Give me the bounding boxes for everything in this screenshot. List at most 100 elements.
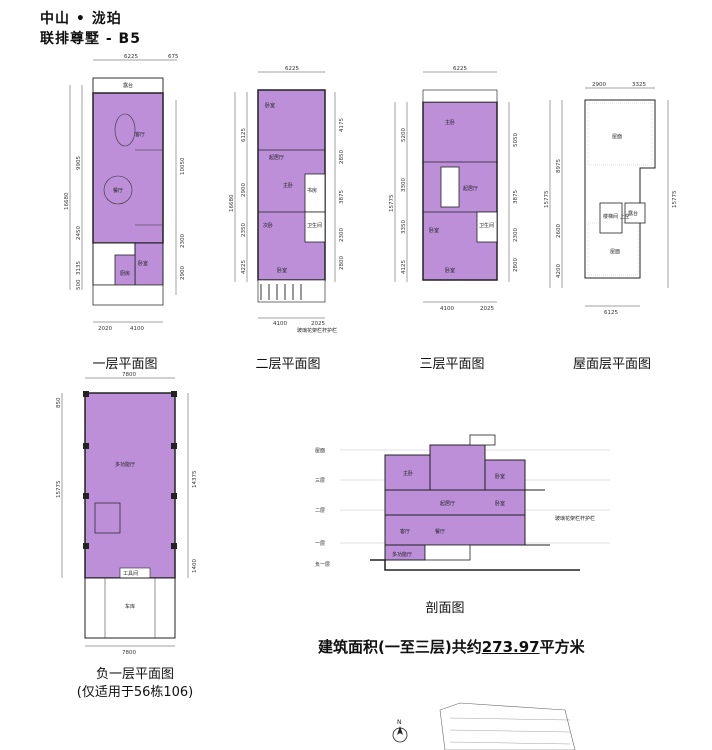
section-level-1: 一层 (315, 541, 325, 547)
f3-dim-left-2: 3300 (401, 178, 407, 192)
caption-floor1: 一层平面图 (92, 357, 158, 372)
f1-dim-right-2: 2300 (180, 234, 186, 248)
f2-dim-top: 6225 (285, 66, 299, 72)
roof-terrace: 露台 (628, 210, 638, 217)
roof-stair: 楼梯间 上空 (603, 213, 630, 220)
area-prefix: 建筑面积(一至三层)共约 (318, 638, 482, 656)
f2-room-bed2: 卧室 (277, 267, 287, 274)
f1-room-kitchen: 厨房 (120, 270, 130, 277)
f2-room-bath: 卫生间 (307, 222, 322, 229)
f3-dim-top: 6225 (453, 66, 467, 72)
roof-dim-top-b: 3325 (632, 82, 646, 88)
f3-room-master: 主卧 (445, 119, 455, 126)
f1-dim-top-a: 6225 (124, 54, 138, 60)
section-level-2: 二层 (315, 508, 325, 514)
f2-dim-bot-a: 4100 (273, 321, 287, 327)
roof-dim-left-total: 15775 (544, 190, 550, 208)
caption-basement: 负一层平面图 (95, 667, 174, 682)
f3-dim-left-4: 4125 (401, 260, 407, 274)
f2-dim-right-3: 3875 (339, 190, 345, 204)
f3-room-family: 起居厅 (463, 186, 478, 192)
roof-dim-right: 15775 (672, 190, 678, 208)
f3-dim-right-2: 3875 (513, 190, 519, 204)
caption-floor3: 三层平面图 (419, 357, 485, 372)
compass-label: N (397, 719, 402, 726)
roof-dim-left-3: 4200 (556, 264, 562, 278)
f1-room-terrace: 露台 (123, 82, 133, 89)
f3-room-bed1: 卧室 (429, 227, 439, 234)
f3-dim-right-4: 2800 (513, 258, 519, 272)
f2-dim-bot-b: 2025 (311, 321, 325, 327)
f1-dim-left-4: 500 (76, 279, 82, 290)
f2-room-study: 书房 (307, 187, 317, 194)
f3-dim-right-1: 5050 (513, 133, 519, 147)
caption-roof: 屋面层平面图 (572, 357, 651, 372)
f2-dim-right-4: 2300 (339, 228, 345, 242)
f1-dim-left-3: 3135 (76, 261, 82, 275)
f2-dim-right-5: 2800 (339, 256, 345, 270)
roof-dim-top-a: 2900 (592, 82, 606, 88)
roof-area-1: 屋面 (612, 134, 622, 140)
caption-floor2: 二层平面图 (255, 357, 321, 372)
area-summary: 建筑面积(一至三层)共约273.97平方米 (318, 636, 585, 657)
section-room-multi: 多功能厅 (392, 551, 412, 558)
basement-dim-left: 15775 (56, 480, 62, 498)
basement-plan: 7800 15775 850 14375 1400 多功能厅 工具间 车库 78… (56, 372, 198, 656)
floor1-plan: 6225 675 16680 9905 2450 3135 500 10050 … (64, 54, 186, 332)
f1-room-dining: 餐厅 (113, 187, 123, 194)
f3-dim-bot-b: 2025 (480, 306, 494, 312)
f1-dim-right-3: 2900 (180, 266, 186, 280)
basement-dim-top: 7800 (122, 372, 136, 378)
unit-type-title: 联排尊墅 - B5 (40, 31, 141, 47)
section-drawing: 屋面 三层 二层 一层 负一层 主卧 卧室 起居厅 卧室 客厅 餐厅 多功能厅 … (315, 434, 610, 571)
section-room-bed3: 卧室 (495, 473, 505, 480)
section-room-bed2: 卧室 (495, 500, 505, 507)
f2-room-master: 主卧 (283, 182, 293, 189)
roof-plan: 2900 3325 15775 8975 2600 4200 15775 屋面 … (544, 82, 678, 316)
f3-dim-right-3: 2300 (513, 228, 519, 242)
section-note: 玻璃花架栏杆护栏 (555, 515, 595, 522)
f2-dim-left-4: 4225 (241, 260, 247, 274)
site-plan-snippet: N (392, 702, 576, 750)
basement-dim-left-top: 850 (56, 397, 62, 408)
roof-dim-left-1: 8975 (556, 159, 562, 173)
f2-room-second: 次卧 (263, 222, 273, 229)
section-level-b1: 负一层 (315, 561, 330, 568)
f2-dim-left-1: 6125 (241, 128, 247, 142)
area-suffix: 平方米 (539, 638, 585, 656)
section-room-family: 起居厅 (440, 501, 455, 507)
f3-dim-bot-a: 4100 (440, 306, 454, 312)
f2-room-family: 起居厅 (269, 155, 284, 161)
section-room-master: 主卧 (403, 470, 413, 477)
f1-dim-left-1: 9905 (76, 156, 82, 170)
f3-dim-left-3: 3350 (401, 220, 407, 234)
f2-dim-left-total: 16680 (229, 194, 235, 212)
f2-dim-right-1: 4175 (339, 118, 345, 132)
floor3-plan: 6225 15775 5200 3300 3350 4125 5050 3875… (389, 66, 519, 312)
f1-dim-left-2: 2450 (76, 226, 82, 240)
f1-dim-right-1: 10050 (180, 157, 186, 175)
f2-dim-left-3: 2350 (241, 223, 247, 237)
f1-room-living: 客厅 (135, 131, 145, 138)
f2-note: 玻璃花架栏杆护栏 (297, 327, 337, 334)
f2-room-bed1: 卧室 (265, 102, 275, 109)
compass-icon: N (392, 719, 408, 743)
f3-room-bed2: 卧室 (445, 267, 455, 274)
basement-room-garage: 车库 (125, 603, 135, 610)
basement-dim-bot: 7800 (122, 650, 136, 656)
f1-dim-left-total: 16680 (64, 192, 70, 210)
f1-dim-bot-b: 4100 (130, 326, 144, 332)
f3-room-bath: 卫生间 (479, 222, 494, 229)
project-title: 中山 • 泷珀 (40, 11, 122, 27)
basement-dim-right-1: 14375 (192, 470, 198, 488)
area-value: 273.97 (481, 638, 540, 656)
caption-basement-note: (仅适用于56栋106) (76, 685, 194, 700)
f1-dim-top-b: 675 (168, 54, 179, 60)
roof-dim-left-2: 2600 (556, 224, 562, 238)
section-room-living: 客厅 (400, 528, 410, 535)
roof-area-2: 屋面 (610, 249, 620, 255)
f1-dim-bot-a: 2020 (98, 326, 112, 332)
f3-dim-left-1: 5200 (401, 128, 407, 142)
basement-room-tool: 工具间 (123, 570, 138, 577)
basement-dim-right-2: 1400 (192, 559, 198, 573)
